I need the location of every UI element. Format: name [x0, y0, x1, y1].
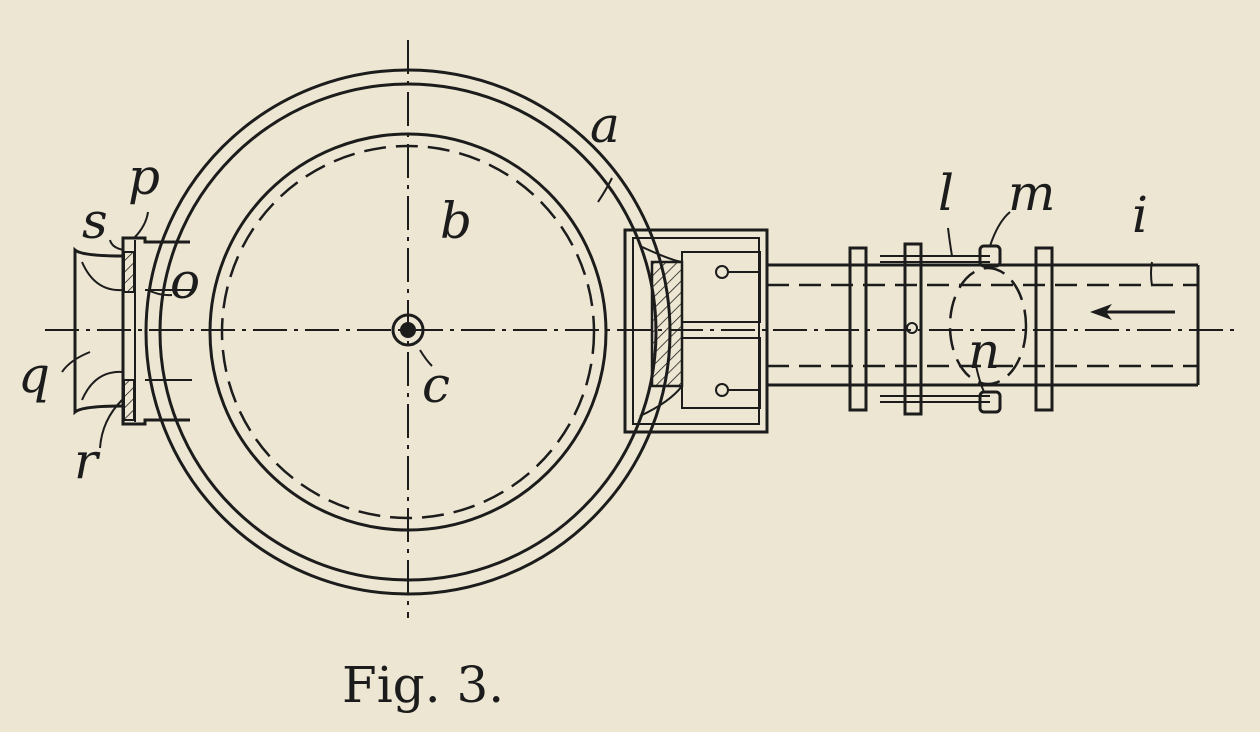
- nozzle-upper-curve: [81, 261, 124, 292]
- label-c: c: [422, 356, 450, 414]
- chamber-upper-cell: [681, 251, 761, 323]
- leader-a: [597, 177, 613, 203]
- hub-ring: [391, 313, 425, 347]
- chamber-upper-bolt: [715, 265, 729, 279]
- pipe-flange-2: [903, 242, 923, 416]
- fitting-bottom: [978, 390, 1002, 414]
- outlet-assembly: [73, 236, 192, 426]
- label-p: p: [128, 148, 160, 206]
- figure-caption: Fig. 3.: [342, 656, 504, 714]
- pipe-flange-3: [1034, 246, 1054, 412]
- chamber-outer: [623, 228, 769, 434]
- leader-s: [109, 239, 125, 251]
- part-labels: a b c i l m n o p q r s: [18, 96, 1148, 490]
- chamber-lower-bolt: [715, 383, 729, 397]
- leader-c: [419, 349, 433, 367]
- leader-lines: [61, 177, 1153, 449]
- label-m: m: [1008, 164, 1055, 222]
- leader-i: [1150, 261, 1153, 287]
- inlet-pipe: [767, 242, 1200, 416]
- seal-bottom: [123, 379, 135, 421]
- rotor-disc: [208, 132, 608, 532]
- flow-arrow-icon: [1090, 304, 1175, 320]
- pipe-pivot: [906, 322, 918, 334]
- chamber-hatched-block: [650, 260, 684, 388]
- label-a: a: [590, 96, 620, 154]
- label-r: r: [74, 432, 101, 490]
- label-l: l: [938, 164, 954, 222]
- leader-n: [974, 359, 985, 393]
- leader-r: [99, 399, 123, 449]
- chamber-lower-flap: [639, 385, 683, 417]
- label-n: n: [968, 322, 1000, 380]
- label-s: s: [82, 192, 108, 250]
- label-q: q: [18, 346, 50, 404]
- center-lines: [45, 40, 1240, 618]
- chamber-inner: [632, 237, 760, 425]
- leader-p: [133, 211, 149, 239]
- label-o: o: [170, 252, 200, 310]
- valve-chamber: [623, 228, 769, 434]
- hub-center: [400, 322, 416, 338]
- valve-disc-dashed: [948, 266, 1028, 386]
- leader-m: [989, 211, 1011, 247]
- nozzle-lower-curve: [81, 370, 124, 401]
- leader-o: [147, 289, 173, 297]
- chamber-upper-flap: [639, 245, 683, 263]
- label-i: i: [1132, 186, 1148, 244]
- hub: [391, 313, 425, 347]
- nozzle-outer: [73, 246, 124, 416]
- leader-l: [947, 227, 953, 257]
- label-b: b: [440, 192, 472, 250]
- outlet-flange: [121, 236, 190, 426]
- rotor-outer-circle: [208, 132, 608, 532]
- chamber-lower-cell: [681, 337, 761, 409]
- rotor-dashed-circle: [220, 144, 596, 520]
- seal-top: [123, 251, 135, 293]
- pipe-flange-1: [848, 246, 868, 412]
- leader-q: [61, 351, 91, 373]
